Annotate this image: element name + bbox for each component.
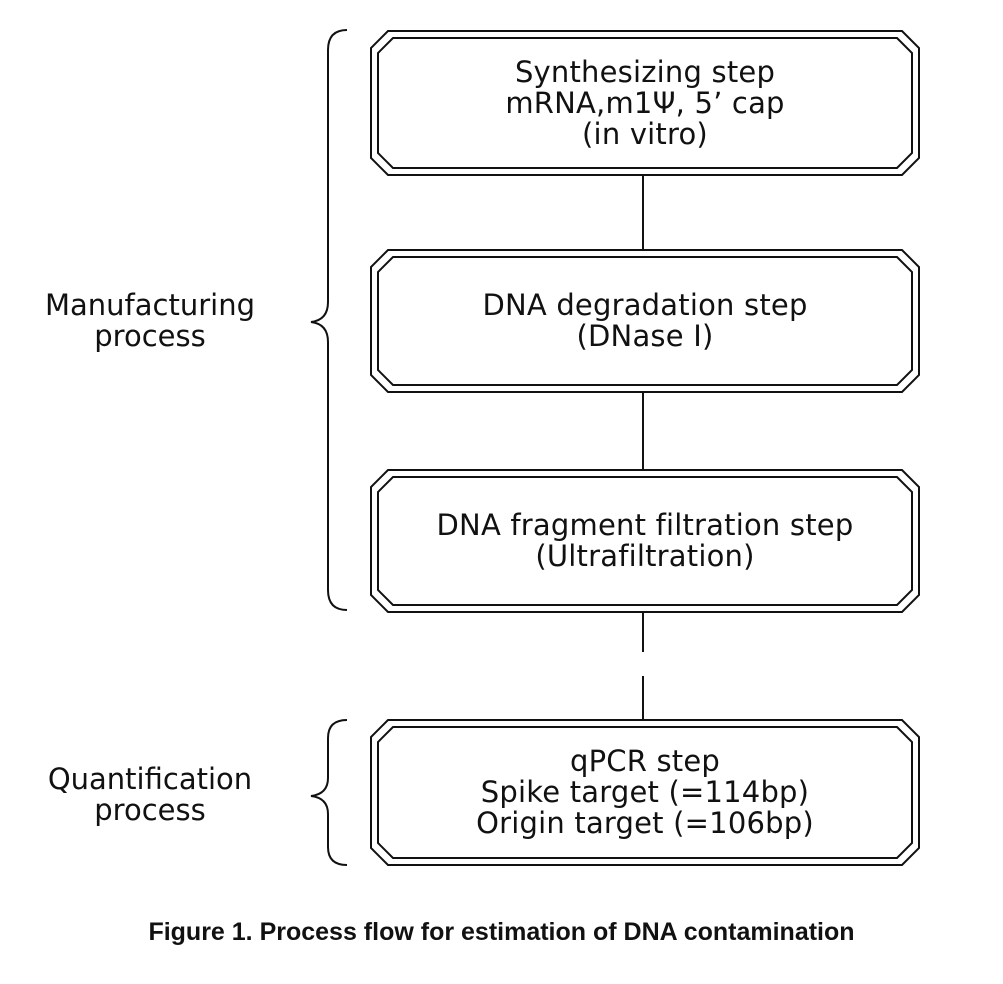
step-2-line-2: (DNase I) — [576, 319, 714, 353]
step-4-line-3: Origin target (=106bp) — [476, 806, 814, 840]
figure-caption: Figure 1. Process flow for estimation of… — [148, 918, 855, 946]
step-dna-degradation: DNA degradation step (DNase I) — [371, 250, 919, 392]
manufacturing-process-label: Manufacturing process — [20, 290, 280, 352]
quantification-brace — [310, 719, 348, 866]
step-box-frame-4 — [370, 719, 920, 866]
step-3-line-2: (Ultrafiltration) — [535, 539, 755, 573]
manufacturing-label-line-2: process — [94, 319, 206, 353]
step-box-frame-3 — [370, 469, 920, 613]
step-qpcr: qPCR step Spike target (=114bp) Origin t… — [371, 720, 919, 865]
step-3-line-1: DNA fragment filtration step — [436, 508, 854, 542]
step-1-line-1: Synthesizing step — [514, 54, 776, 89]
manufacturing-label-line-1: Manufacturing — [45, 288, 255, 322]
quantification-process-label: Quantification process — [20, 764, 280, 826]
step-box-frame-2 — [370, 249, 920, 393]
step-1-line-3: (in vitro) — [582, 116, 708, 151]
manufacturing-brace — [310, 29, 348, 611]
step-dna-fragment-filtration: DNA fragment filtration step (Ultrafiltr… — [371, 470, 919, 612]
step-4-line-1: qPCR step — [569, 744, 721, 778]
step-4-line-2: Spike target (=114bp) — [480, 775, 810, 809]
quantification-label-line-1: Quantification — [47, 762, 253, 796]
step-box-frame-1 — [370, 30, 920, 176]
step-2-line-1: DNA degradation step — [482, 288, 808, 322]
step-1-line-2: mRNA,m1Ψ, 5’ cap — [505, 85, 785, 120]
quantification-label-line-2: process — [94, 793, 206, 827]
step-synthesizing: Synthesizing step mRNA,m1Ψ, 5’ cap (in v… — [371, 31, 919, 175]
